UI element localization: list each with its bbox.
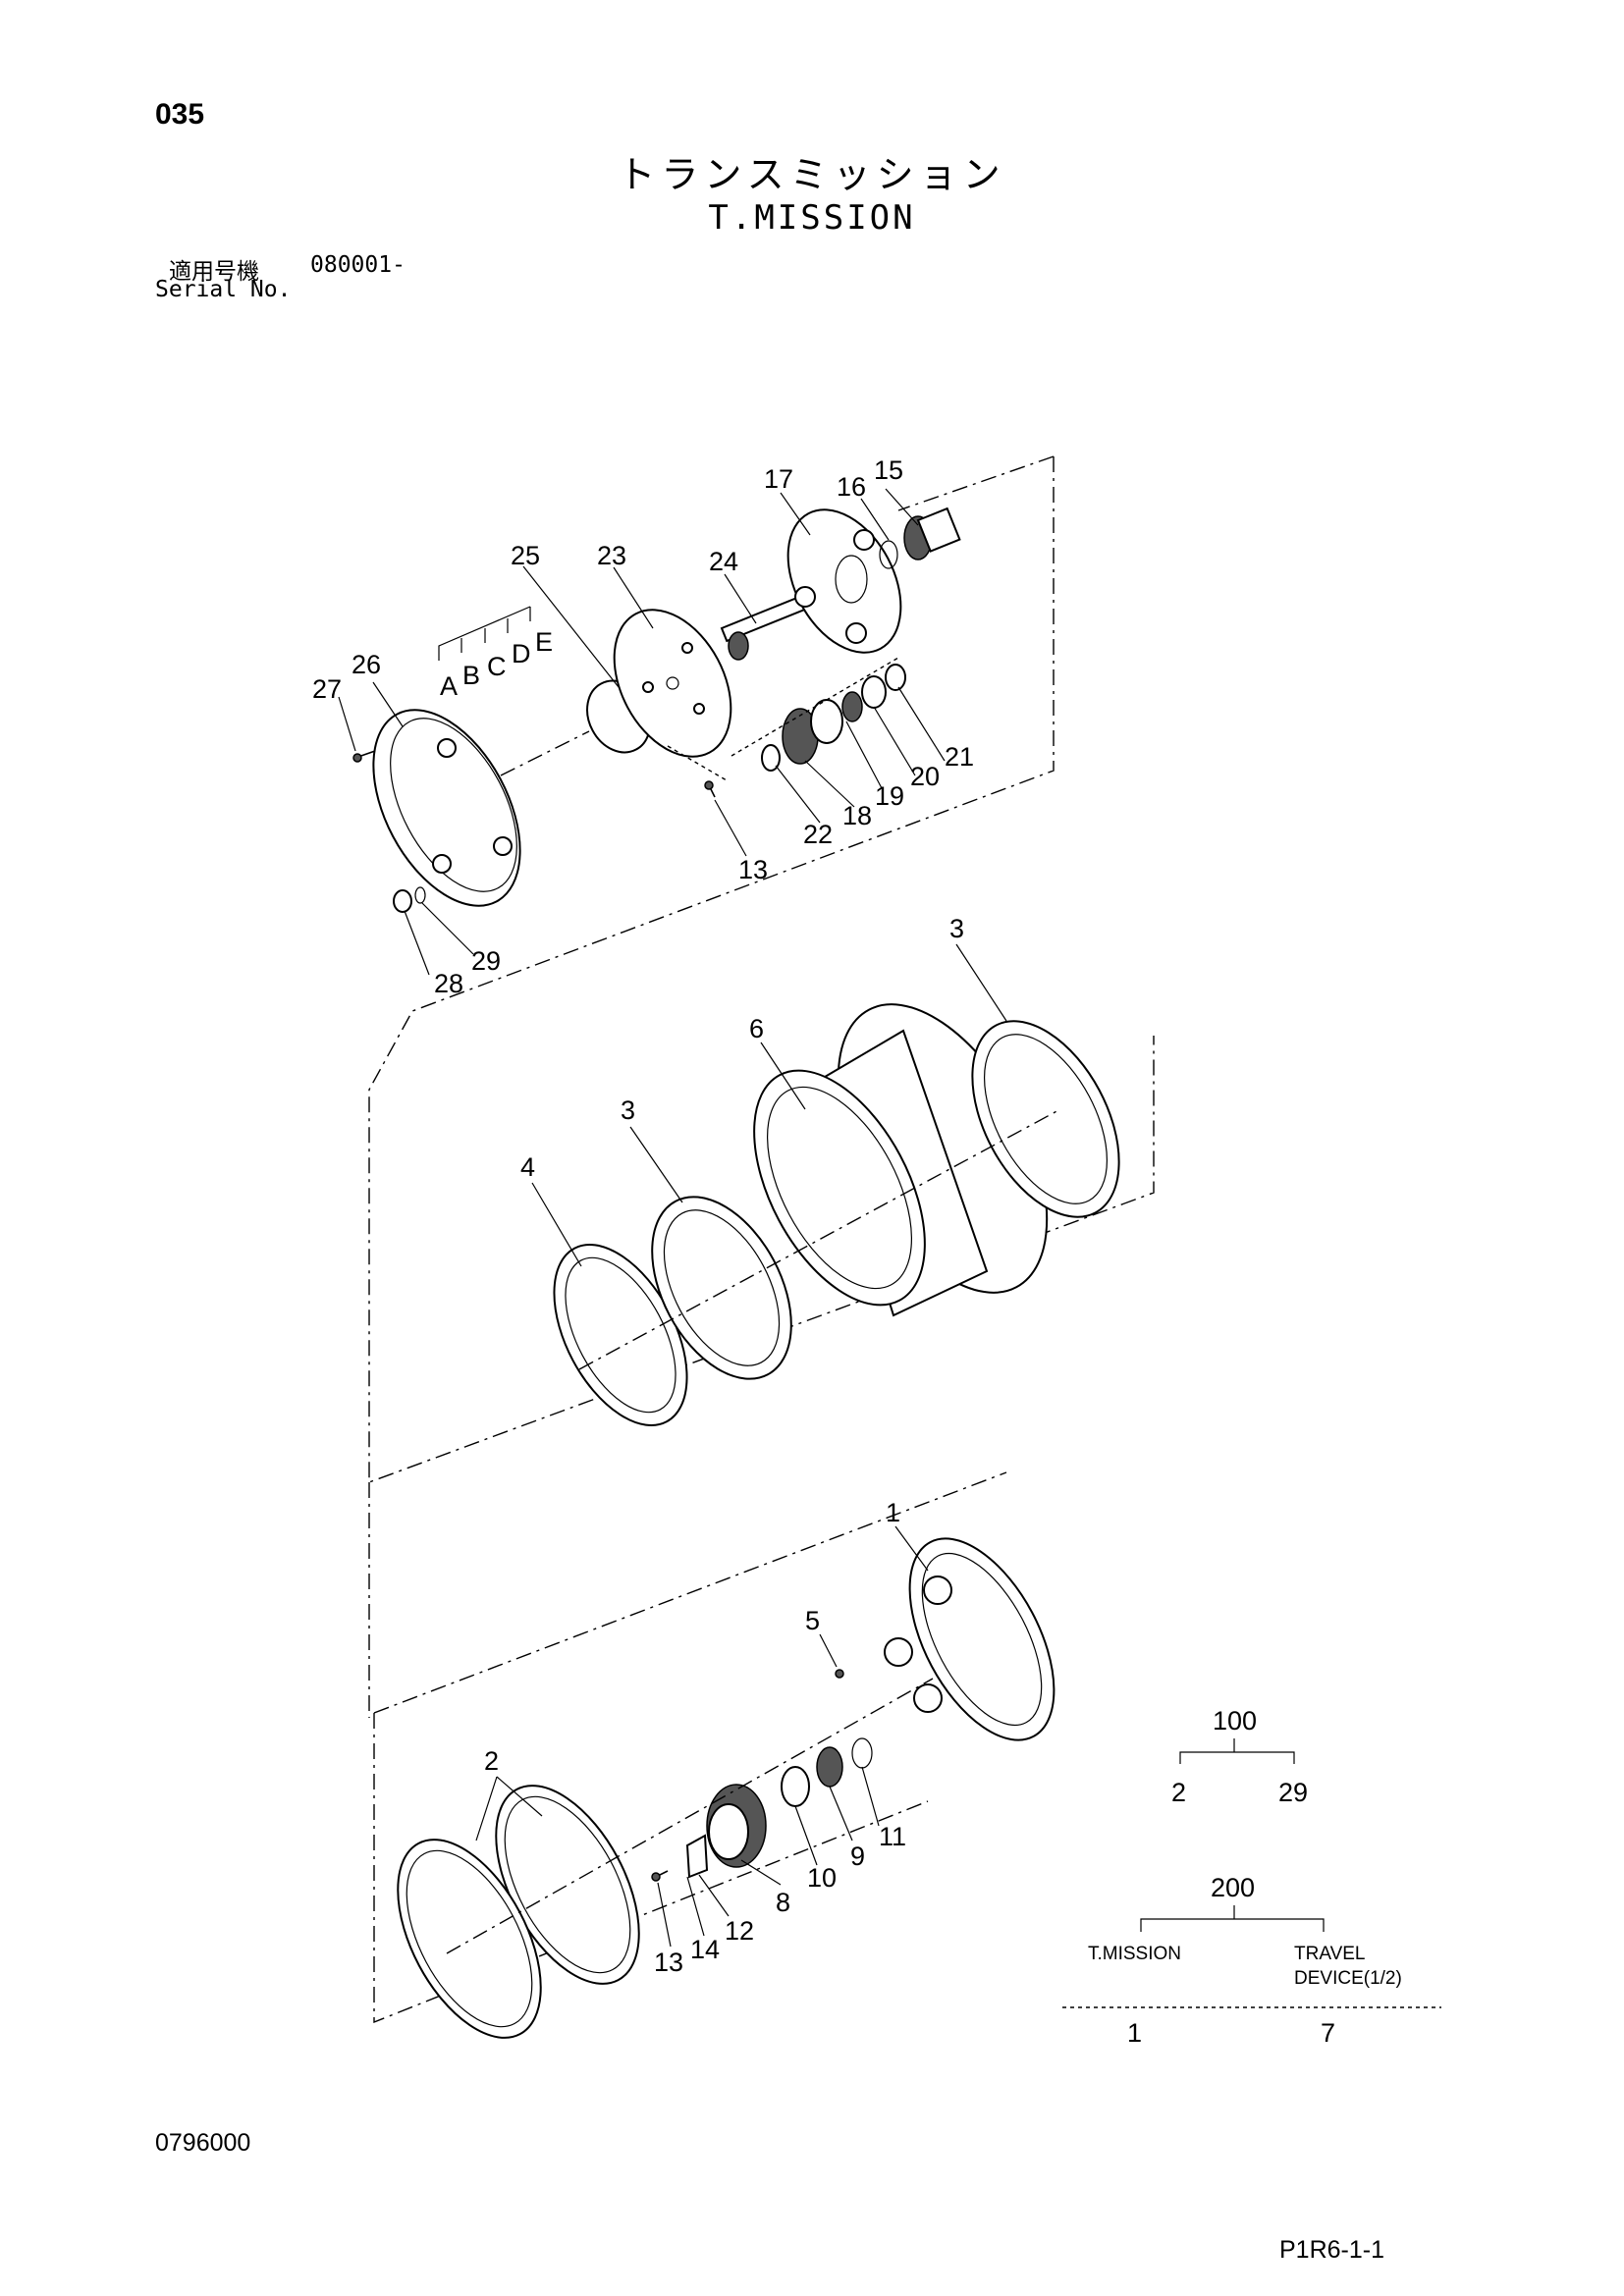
tree-200-parent: 200 bbox=[1211, 1873, 1255, 1902]
callout-17: 17 bbox=[764, 464, 793, 494]
callout-13-bottom: 13 bbox=[654, 1948, 683, 1977]
callout-10: 10 bbox=[807, 1863, 837, 1893]
callout-22: 22 bbox=[803, 820, 833, 849]
callout-24: 24 bbox=[709, 547, 738, 576]
callout-20: 20 bbox=[910, 762, 940, 791]
letter-c: C bbox=[487, 652, 507, 681]
page-number: 035 bbox=[155, 98, 205, 131]
callout-27: 27 bbox=[312, 674, 342, 704]
callout-3-top: 3 bbox=[949, 914, 964, 943]
assembly-tree-100: 100 2 29 bbox=[1171, 1706, 1308, 1807]
middle-assembly bbox=[553, 1003, 1120, 1426]
tree-100-parent: 100 bbox=[1213, 1706, 1257, 1735]
assembly-tree-200: 200 T.MISSION TRAVEL DEVICE(1/2) 1 7 bbox=[1062, 1873, 1441, 2048]
page-reference: P1R6-1-1 bbox=[1279, 2236, 1384, 2264]
serial-label-english: Serial No. bbox=[155, 277, 292, 302]
page-title-japanese: トランスミッション bbox=[618, 153, 1006, 196]
tree-200-left-value: 1 bbox=[1127, 2018, 1142, 2048]
callout-26: 26 bbox=[352, 650, 381, 679]
callout-25: 25 bbox=[511, 541, 540, 570]
callout-labels: 25 23 24 17 16 15 26 27 28 29 13 22 18 1… bbox=[312, 455, 974, 1977]
callout-1: 1 bbox=[886, 1498, 900, 1527]
callout-19: 19 bbox=[875, 781, 904, 811]
serial-label-japanese: 適用号機 bbox=[169, 259, 259, 285]
callout-16: 16 bbox=[837, 472, 866, 502]
leader-lines bbox=[338, 488, 1007, 1948]
callout-23: 23 bbox=[597, 541, 626, 570]
callout-18: 18 bbox=[842, 801, 872, 830]
letter-e: E bbox=[535, 627, 553, 657]
letter-d: D bbox=[512, 639, 531, 668]
tree-200-left-label: T.MISSION bbox=[1088, 1944, 1181, 1964]
top-assembly bbox=[352, 507, 961, 913]
callout-4: 4 bbox=[520, 1152, 535, 1182]
callout-15: 15 bbox=[874, 455, 903, 485]
bottom-assembly bbox=[397, 1537, 1056, 2039]
tree-200-right-label-1: TRAVEL bbox=[1294, 1944, 1366, 1964]
callout-8: 8 bbox=[776, 1888, 790, 1917]
group-boundaries bbox=[368, 455, 1155, 2024]
callout-13-top: 13 bbox=[738, 855, 768, 884]
callout-6: 6 bbox=[749, 1014, 764, 1043]
callout-11: 11 bbox=[879, 1822, 906, 1851]
callout-21: 21 bbox=[945, 742, 974, 772]
callout-14: 14 bbox=[690, 1935, 720, 1964]
page-title-english: T.MISSION bbox=[708, 198, 916, 238]
letter-b: B bbox=[462, 661, 480, 690]
tree-200-right-label-2: DEVICE(1/2) bbox=[1294, 1968, 1402, 1989]
callout-9: 9 bbox=[850, 1842, 865, 1871]
serial-number-value: 080001- bbox=[310, 252, 406, 278]
tree-200-right-value: 7 bbox=[1321, 2018, 1335, 2048]
callout-29: 29 bbox=[471, 946, 501, 976]
callout-2: 2 bbox=[484, 1746, 499, 1776]
callout-28: 28 bbox=[434, 969, 463, 998]
document-code: 0796000 bbox=[155, 2129, 251, 2157]
callout-5: 5 bbox=[805, 1606, 820, 1635]
tree-100-left: 2 bbox=[1171, 1778, 1186, 1807]
callout-12: 12 bbox=[725, 1916, 754, 1946]
letter-a: A bbox=[440, 671, 458, 701]
callout-3-middle: 3 bbox=[621, 1095, 635, 1125]
tree-100-right: 29 bbox=[1278, 1778, 1308, 1807]
